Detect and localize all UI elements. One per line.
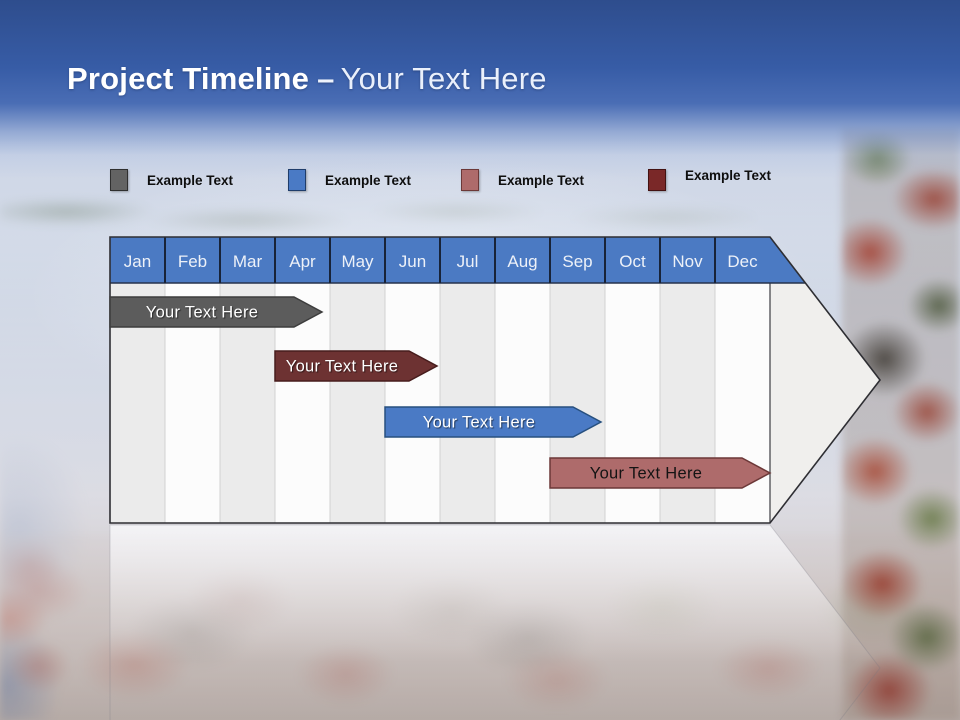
legend-swatch-rose — [461, 169, 479, 191]
month-label-may[interactable]: May — [341, 252, 374, 271]
month-column-jun — [385, 283, 440, 523]
month-label-dec[interactable]: Dec — [727, 252, 758, 271]
legend-label: Example Text — [325, 172, 412, 188]
legend-item-blue[interactable]: Example Text — [288, 168, 411, 192]
month-header-band — [110, 237, 806, 283]
title-light-text: Your Text Here — [340, 61, 547, 96]
month-column-jul — [440, 283, 495, 523]
task-bar-4[interactable] — [549, 457, 772, 489]
month-label-jun[interactable]: Jun — [399, 252, 426, 271]
legend-item-gray[interactable]: Example Text — [110, 168, 233, 192]
month-label-nov[interactable]: Nov — [672, 252, 703, 271]
month-label-jan[interactable]: Jan — [124, 252, 151, 271]
task-bar-label[interactable]: Your Text Here — [590, 465, 702, 483]
legend-label: Example Text — [685, 167, 772, 183]
timeline-arrow-outline — [109, 236, 882, 524]
legend-item-darkred[interactable]: Example Text — [648, 168, 771, 192]
month-label-jul[interactable]: Jul — [457, 252, 479, 271]
title-bold-text: Project Timeline — [67, 61, 310, 96]
month-label-oct[interactable]: Oct — [619, 252, 646, 271]
month-column-aug — [495, 283, 550, 523]
legend-swatch-darkred — [648, 169, 666, 191]
legend-swatch-gray — [110, 169, 128, 191]
legend-item-rose[interactable]: Example Text — [461, 168, 584, 192]
legend-swatch-blue — [288, 169, 306, 191]
task-bar-3[interactable] — [384, 406, 603, 438]
month-label-apr[interactable]: Apr — [289, 252, 316, 271]
month-label-mar[interactable]: Mar — [233, 252, 263, 271]
page-title[interactable]: Project Timeline–Your Text Here — [67, 61, 547, 97]
task-bar-2[interactable] — [274, 350, 439, 382]
month-label-aug[interactable]: Aug — [507, 252, 537, 271]
header-gradient-band — [0, 0, 960, 178]
task-bar-label[interactable]: Your Text Here — [146, 304, 258, 322]
timeline-reflection — [109, 524, 881, 720]
task-bar-1[interactable] — [109, 296, 324, 328]
task-bar-label[interactable]: Your Text Here — [423, 414, 535, 432]
title-dash: – — [317, 61, 335, 96]
legend-label: Example Text — [498, 172, 585, 188]
background-foliage-right — [842, 128, 960, 720]
task-bar-label[interactable]: Your Text Here — [286, 358, 398, 376]
month-label-sep[interactable]: Sep — [562, 252, 592, 271]
month-column-may — [330, 283, 385, 523]
month-label-feb[interactable]: Feb — [178, 252, 207, 271]
legend-label: Example Text — [147, 172, 234, 188]
